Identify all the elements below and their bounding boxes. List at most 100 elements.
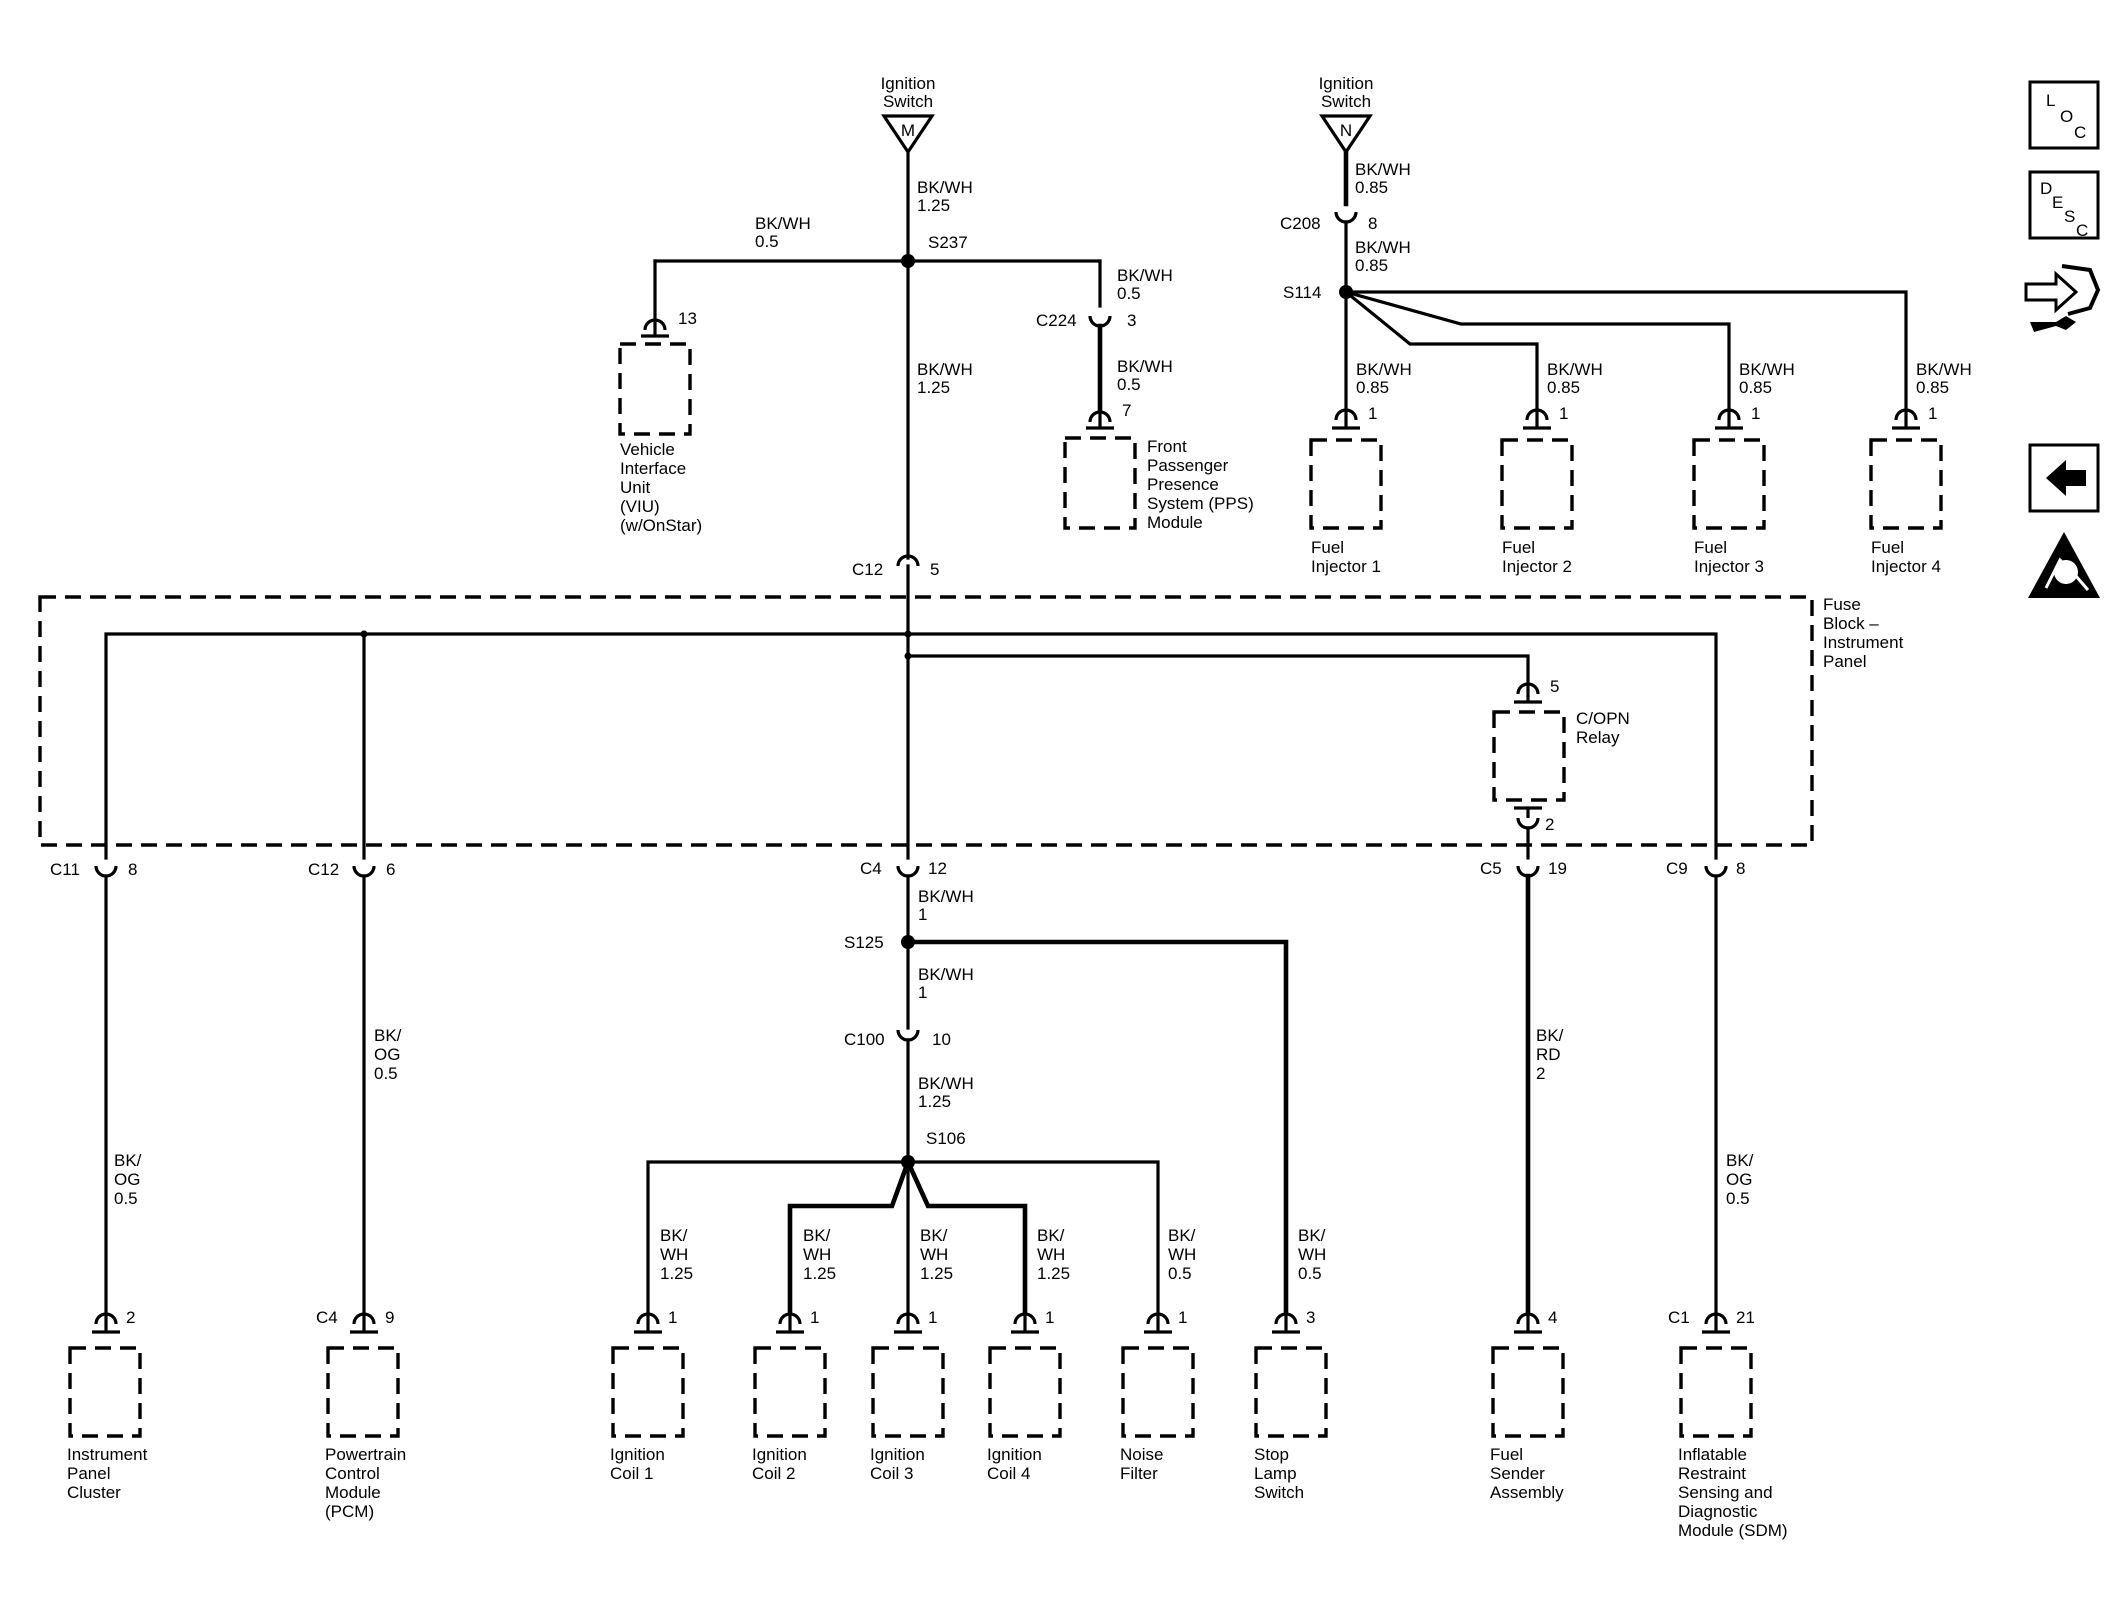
wire-label: WH [920,1245,948,1264]
sdm-module [1679,1346,1753,1438]
wire-label: BK/WH [1916,360,1972,379]
inj3-label-1: Fuel [1694,538,1727,557]
c12-top-pin: 5 [930,560,939,579]
coil2-pin: 1 [810,1308,819,1327]
noise-label-2: Filter [1120,1464,1158,1483]
wire-label: WH [1298,1245,1326,1264]
wire-size: 1 [918,905,927,924]
wire-size: 1.25 [1037,1264,1070,1283]
wire-label: BK/ [1726,1151,1754,1170]
pcm-label-4: (PCM) [325,1502,374,1521]
wire-label: WH [803,1245,831,1264]
wire-label: BK/WH [917,178,973,197]
coil4-pin: 1 [1045,1308,1054,1327]
pcm-connector-name: C4 [316,1308,338,1327]
pps-label-1: Front [1147,437,1187,456]
wire-label: BK/ [1037,1226,1065,1245]
wire-size: 0.85 [1355,178,1388,197]
loc-letter-c: C [2074,123,2086,142]
wire-size: 1.25 [917,378,950,397]
inj3-label-2: Injector 3 [1694,557,1764,576]
wire-label: BK/ [374,1026,402,1045]
viu-label-2: Interface [620,459,686,478]
wire-size: 0.85 [1355,256,1388,275]
coil3-label-2: Coil 3 [870,1464,913,1483]
c12-top-name: C12 [852,560,883,579]
ignition-n-terminal: N [1340,121,1352,140]
wire-label: BK/ [803,1226,831,1245]
fuel-sender-pin: 4 [1548,1308,1557,1327]
copn-pin-top: 5 [1550,677,1559,696]
wire-size: 0.5 [114,1189,138,1208]
wire-size: 0.85 [1356,378,1389,397]
desc-letter-c: C [2076,221,2088,240]
viu-label-1: Vehicle [620,440,675,459]
c5-name: C5 [1480,859,1502,878]
inj3-pin: 1 [1751,404,1760,423]
ignition-m-terminal-icon [881,114,935,155]
wire-inj3 [1344,290,1731,410]
fuel-sender-label-2: Sender [1490,1464,1545,1483]
ignition-n-label-1: Ignition [1319,74,1374,93]
inj4-label-1: Fuel [1871,538,1904,557]
wire-label: BK/ [660,1226,688,1245]
viu-label-5: (w/OnStar) [620,516,702,535]
inj1-label-2: Injector 1 [1311,557,1381,576]
ignition-coil-2 [753,1346,827,1438]
pps-module [1063,436,1137,530]
airbag-warning-icon[interactable] [2028,532,2100,598]
ignition-m-label-2: Switch [883,92,933,111]
wire-size: 1.25 [803,1264,836,1283]
inj4-label-2: Injector 4 [1871,557,1941,576]
fuse-block-label-3: Instrument [1823,633,1904,652]
pcm-label-3: Module [325,1483,381,1502]
fuse-block-label-1: Fuse [1823,595,1861,614]
ignition-coil-4 [988,1346,1062,1438]
pps-label-2: Passenger [1147,456,1229,475]
pps-label-3: Presence [1147,475,1219,494]
wire-label: WH [1168,1245,1196,1264]
connector-tool-icon[interactable] [2024,264,2101,332]
sdm-label-4: Diagnostic [1678,1502,1758,1521]
wire-label: BK/WH [1547,360,1603,379]
wire-label: BK/ [114,1151,142,1170]
copn-top-connector [1514,682,1542,704]
ipc-label-2: Panel [67,1464,110,1483]
wire-label: BK/WH [1739,360,1795,379]
wire-label: BK/WH [1355,160,1411,179]
desc-button[interactable]: D E S C [2028,170,2100,240]
pcm-label-2: Control [325,1464,380,1483]
stop-lamp-switch [1254,1346,1328,1438]
wire-size: 0.5 [1117,284,1141,303]
wire-fuse-bus-top [104,632,1718,860]
ignition-switch-n: Ignition Switch N [1319,74,1374,155]
pps-label-4: System (PPS) [1147,494,1254,513]
stop-label-3: Switch [1254,1483,1304,1502]
wire-label: OG [1726,1170,1752,1189]
splice-s237-label: S237 [928,233,968,252]
wire-size: 0.85 [1547,378,1580,397]
c208-name: C208 [1280,214,1321,233]
wire-size: 0.5 [1168,1264,1192,1283]
coil3-pin: 1 [928,1308,937,1327]
fuel-sender-assembly [1491,1346,1565,1438]
ignition-n-terminal-icon [1319,114,1373,155]
back-arrow-icon[interactable] [2028,443,2100,513]
c12-top-connector [896,554,920,567]
wire-label: BK/WH [1117,357,1173,376]
wire-size: 0.5 [1298,1264,1322,1283]
wire-label: BK/WH [1356,360,1412,379]
loc-button[interactable]: L O C [2028,80,2100,150]
wire-coil4 [904,1158,1028,1315]
pcm-connector [350,1312,378,1334]
inj3-connector [1715,408,1743,430]
stop-label-2: Lamp [1254,1464,1297,1483]
inj1-connector [1332,408,1360,430]
inj2-label-2: Injector 2 [1502,557,1572,576]
wire-size: 1.25 [660,1264,693,1283]
wire-label: BK/WH [1117,266,1173,285]
c5-pin: 19 [1548,859,1567,878]
ignition-coil-3 [871,1346,945,1438]
inj1-label-1: Fuel [1311,538,1344,557]
wire-label: OG [114,1170,140,1189]
